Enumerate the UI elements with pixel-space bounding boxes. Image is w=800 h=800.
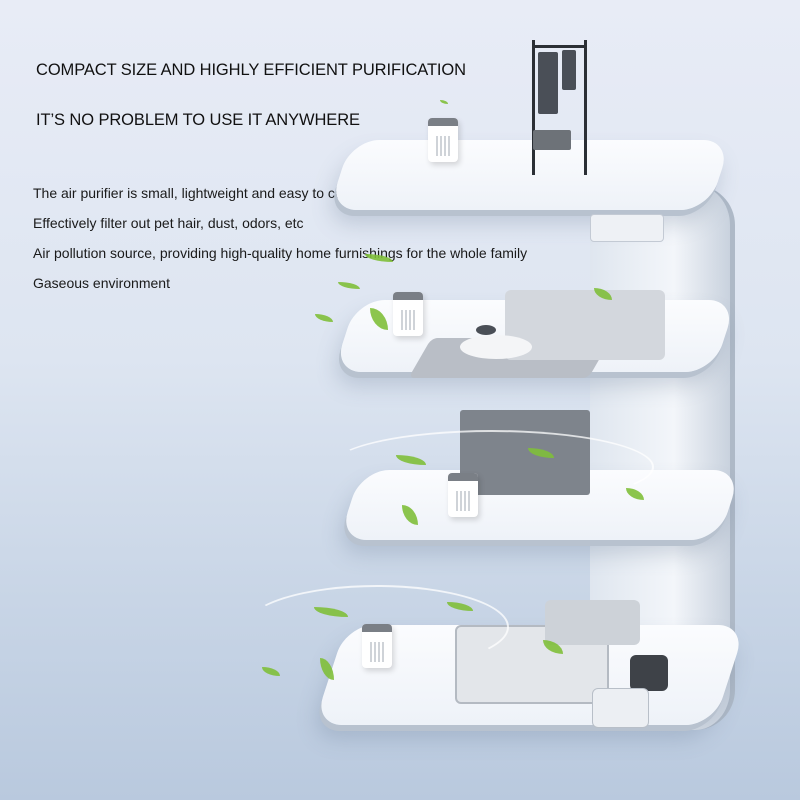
feature-environment: Gaseous environment xyxy=(33,275,170,291)
leaf-icon xyxy=(338,282,360,289)
feature-home: Air pollution source, providing high-qua… xyxy=(33,245,528,261)
leaf-icon xyxy=(314,607,348,617)
air-purifier-icon xyxy=(428,118,458,162)
leaf-icon xyxy=(528,448,554,458)
basket-icon xyxy=(533,130,571,150)
airflow-swirl xyxy=(330,430,654,504)
clothes-rack-icon xyxy=(532,40,535,175)
airflow-swirl xyxy=(245,585,509,669)
leaf-icon xyxy=(396,455,426,465)
leaf-icon xyxy=(440,100,448,104)
air-conditioner-icon xyxy=(590,214,664,242)
headline-primary: COMPACT SIZE AND HIGHLY EFFICIENT PURIFI… xyxy=(36,61,466,79)
heater-panel-icon xyxy=(592,688,649,728)
leaf-icon xyxy=(315,314,333,322)
leaf-icon xyxy=(447,602,473,611)
feature-filter: Effectively filter out pet hair, dust, o… xyxy=(33,215,304,231)
headboard-icon xyxy=(545,600,640,645)
nightstand-icon xyxy=(630,655,668,691)
shelf-level-1 xyxy=(328,140,732,210)
air-purifier-icon xyxy=(393,292,423,336)
hanging-clothes-icon xyxy=(538,52,558,114)
coffee-table-icon xyxy=(460,335,532,359)
headline-secondary: IT’S NO PROBLEM TO USE IT ANYWHERE xyxy=(36,111,360,129)
leaf-icon xyxy=(262,667,280,676)
leaf-icon xyxy=(365,254,393,262)
